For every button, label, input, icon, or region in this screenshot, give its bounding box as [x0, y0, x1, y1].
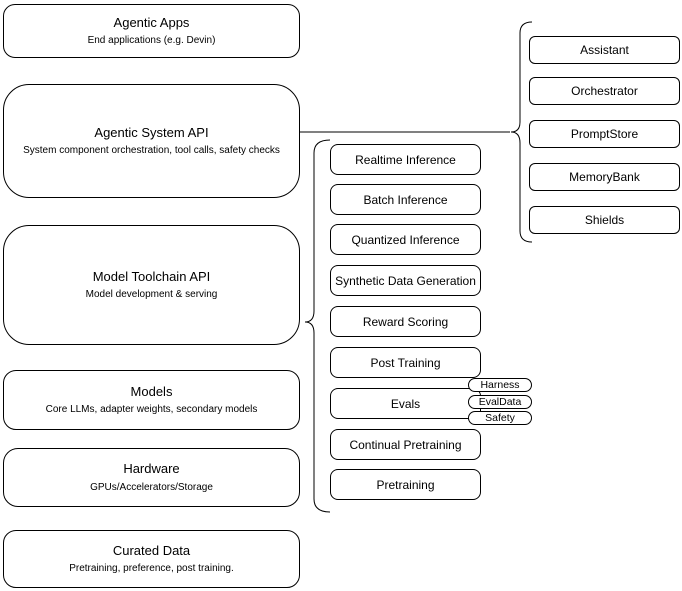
box-title: Curated Data: [112, 542, 191, 558]
box-promptstore: PromptStore: [529, 120, 680, 148]
box-shields: Shields: [529, 206, 680, 234]
box-evals: Evals: [330, 388, 481, 419]
box-post-training: Post Training: [330, 347, 481, 378]
box-label: Batch Inference: [363, 192, 448, 207]
box-title: Models: [130, 383, 173, 399]
box-subtitle: Pretraining, preference, post training.: [69, 563, 234, 575]
box-pretraining: Pretraining: [330, 469, 481, 500]
box-label: Reward Scoring: [362, 314, 449, 329]
box-title: Agentic Apps: [113, 14, 190, 30]
pill-label: Harness: [480, 379, 520, 391]
box-synthetic-data-generation: Synthetic Data Generation: [330, 265, 481, 296]
box-hardware: Hardware GPUs/Accelerators/Storage: [3, 448, 300, 507]
box-models: Models Core LLMs, adapter weights, secon…: [3, 370, 300, 430]
box-realtime-inference: Realtime Inference: [330, 144, 481, 175]
box-reward-scoring: Reward Scoring: [330, 306, 481, 337]
box-label: Synthetic Data Generation: [335, 273, 476, 288]
system-components-brace: [510, 21, 533, 243]
pill-safety: Safety: [468, 411, 532, 425]
box-label: Assistant: [580, 43, 629, 57]
box-orchestrator: Orchestrator: [529, 77, 680, 105]
box-label: PromptStore: [570, 127, 639, 141]
box-agentic-system-api: Agentic System API System component orch…: [3, 84, 300, 198]
box-label: Continual Pretraining: [349, 437, 462, 452]
pill-label: Safety: [485, 412, 515, 424]
pill-harness: Harness: [468, 378, 532, 392]
box-batch-inference: Batch Inference: [330, 184, 481, 215]
box-subtitle: System component orchestration, tool cal…: [23, 145, 280, 157]
box-title: Hardware: [123, 461, 180, 477]
pill-evaldata: EvalData: [468, 395, 532, 409]
box-title: Model Toolchain API: [92, 268, 211, 284]
box-label: Realtime Inference: [355, 152, 456, 167]
pill-label: EvalData: [478, 396, 522, 408]
box-subtitle: Model development & serving: [85, 289, 218, 301]
box-label: MemoryBank: [569, 170, 640, 184]
box-title: Agentic System API: [94, 124, 209, 140]
box-subtitle: GPUs/Accelerators/Storage: [90, 481, 213, 493]
box-curated-data: Curated Data Pretraining, preference, po…: [3, 530, 300, 588]
box-subtitle: Core LLMs, adapter weights, secondary mo…: [45, 404, 258, 416]
box-label: Shields: [584, 213, 625, 227]
box-agentic-apps: Agentic Apps End applications (e.g. Devi…: [3, 4, 300, 58]
toolchain-services-brace: [304, 139, 331, 513]
box-assistant: Assistant: [529, 36, 680, 64]
box-label: Post Training: [370, 355, 441, 370]
box-quantized-inference: Quantized Inference: [330, 224, 481, 255]
box-memorybank: MemoryBank: [529, 163, 680, 191]
box-label: Evals: [390, 396, 421, 411]
box-label: Pretraining: [376, 477, 435, 492]
box-continual-pretraining: Continual Pretraining: [330, 429, 481, 460]
box-subtitle: End applications (e.g. Devin): [87, 35, 216, 47]
box-label: Orchestrator: [571, 84, 638, 98]
box-model-toolchain-api: Model Toolchain API Model development & …: [3, 225, 300, 345]
box-label: Quantized Inference: [351, 232, 460, 247]
